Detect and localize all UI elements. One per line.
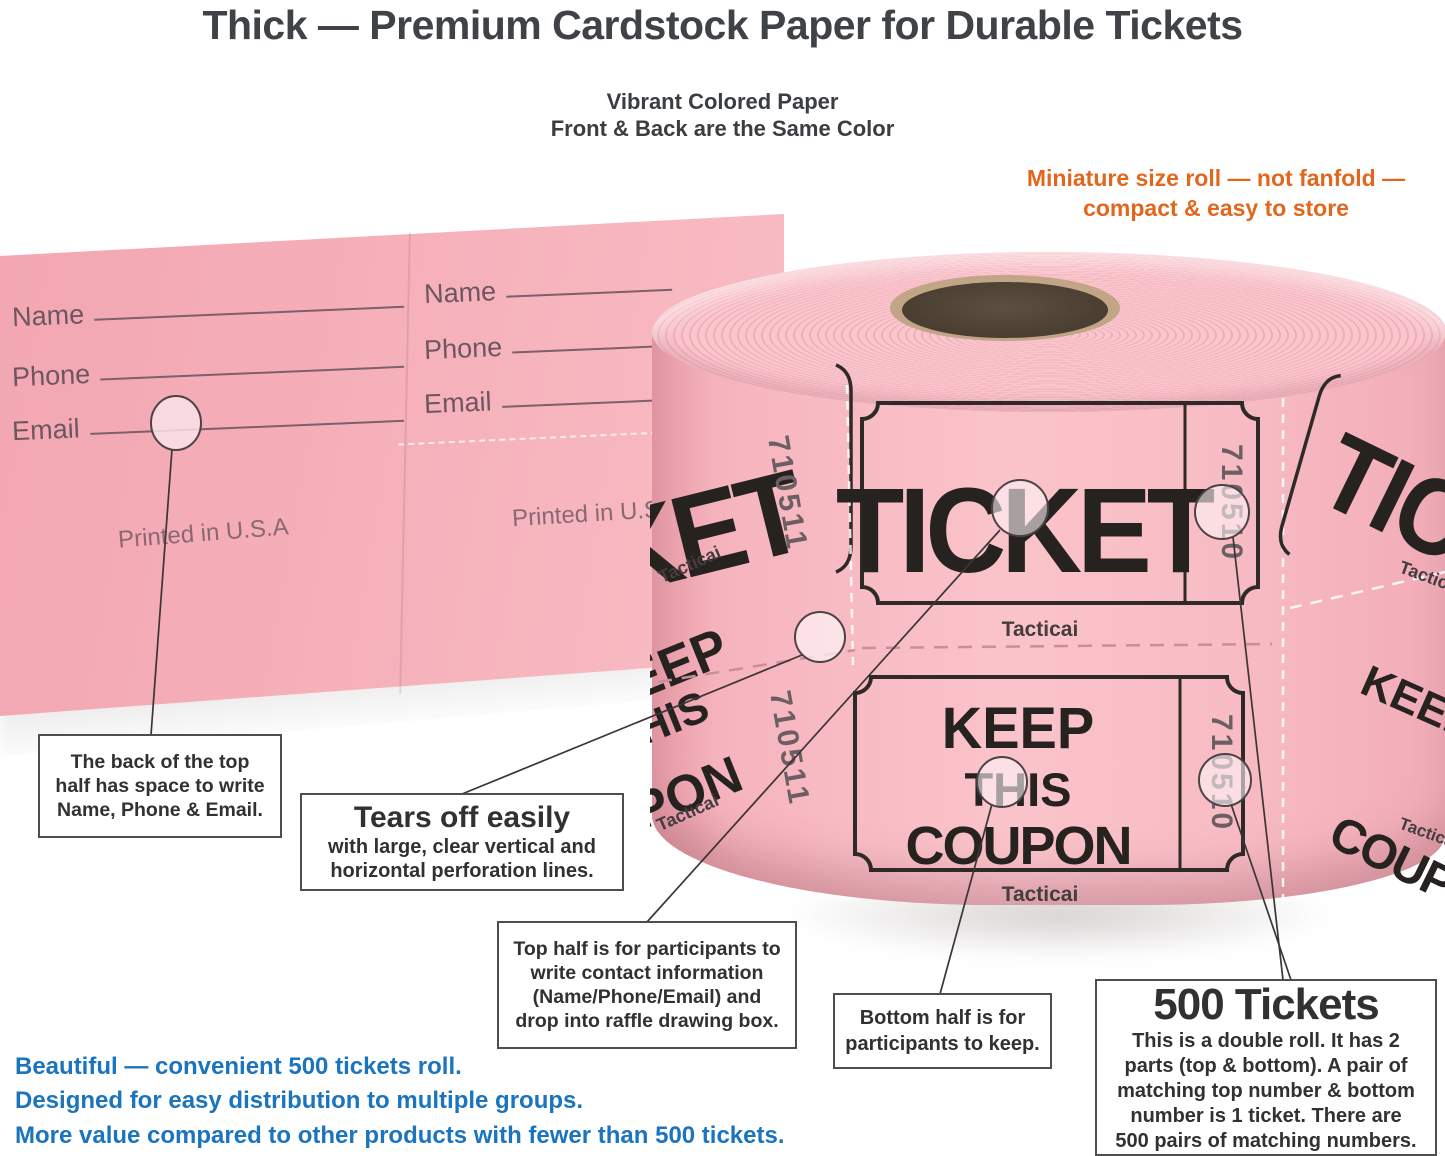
horizontal-perforation-center (861, 642, 1273, 650)
ticket1-phone-label: Phone (11, 358, 91, 393)
callout-line: number is 1 ticket. There are (1130, 1105, 1402, 1127)
callout-bottom-half: Bottom half is for participants to keep. (833, 993, 1052, 1069)
subtitle-line2: Front & Back are the Same Color (550, 116, 895, 141)
footer-claim-1: Beautiful — convenient 500 tickets roll. (15, 1053, 462, 1080)
ticket-roll: TICKET 710511 Tacticai KEEP THIS COUPON … (650, 250, 1445, 940)
coupon-keep-word: KEEP (942, 696, 1094, 762)
footer-claim-3: More value compared to other products wi… (15, 1122, 785, 1149)
ticket1-name-label: Name (11, 299, 85, 333)
left-serial-bottom: 710511 (763, 688, 816, 808)
ticket1-email-label: Email (11, 413, 81, 447)
right-ticket-word: TICKET (1302, 411, 1445, 668)
callout-heading: Tears off easily (353, 801, 571, 834)
page-title: Thick — Premium Cardstock Paper for Dura… (202, 2, 1243, 48)
callout-line: write contact information (530, 962, 764, 984)
ticket2-phone-label: Phone (423, 331, 503, 366)
center-coupon-bottom: KEEP THIS COUPON 710510 Tacticai (853, 675, 1245, 906)
callout-line: half has space to write (55, 775, 265, 797)
coupon-coupon-word: COUPON (905, 816, 1130, 876)
ticket-word: TICKET (836, 462, 1214, 598)
callout-line: 500 pairs of matching numbers. (1115, 1130, 1417, 1152)
callout-line: drop into raffle drawing box. (515, 1010, 779, 1032)
subtitle: Vibrant Colored Paper Front & Back are t… (0, 88, 1445, 142)
ticket2-name-label: Name (423, 276, 497, 310)
horizontal-perforation-right (1289, 570, 1445, 610)
callout-line: (Name/Phone/Email) and (532, 986, 762, 1008)
ticket-brand: Tacticai (1002, 618, 1079, 641)
callout-heading: 500 Tickets (1153, 980, 1379, 1029)
callout-back-half: The back of the top half has space to wr… (38, 734, 282, 838)
callout-line: This is a double roll. It has 2 (1132, 1030, 1400, 1052)
callout-line: participants to keep. (845, 1033, 1040, 1055)
callout-line: Top half is for participants to (513, 938, 781, 960)
callout-500-tickets: 500 Tickets This is a double roll. It ha… (1095, 979, 1437, 1156)
note-line1: Miniature size roll — not fanfold — (1026, 165, 1406, 191)
callout-line: matching top number & bottom (1117, 1080, 1415, 1102)
callout-line: Bottom half is for (859, 1007, 1026, 1029)
footer-claim-2: Designed for easy distribution to multip… (15, 1087, 584, 1114)
callout-line: Name, Phone & Email. (57, 799, 263, 821)
callout-line: horizontal perforation lines. (330, 860, 594, 882)
callout-line: with large, clear vertical and (328, 836, 596, 858)
callout-tears-off: Tears off easily with large, clear verti… (300, 793, 624, 891)
ticket2-name-line (506, 288, 673, 298)
center-ticket-top: TICKET 710510 Tacticai (836, 401, 1260, 641)
note-line2: compact & easy to store (1083, 195, 1349, 221)
callout-line: parts (top & bottom). A pair of (1124, 1055, 1408, 1077)
ticket2-email-line (501, 398, 673, 408)
coupon-brand: Tacticai (1002, 883, 1079, 906)
subtitle-line1: Vibrant Colored Paper (606, 89, 839, 114)
coupon-this-word: THIS (964, 763, 1071, 816)
right-ticket-column: TICKET Tacticai KEEP COUPON Tacticai (1278, 373, 1445, 940)
roll-core-hole (902, 282, 1108, 338)
coupon-serial: 710510 (1205, 714, 1238, 832)
miniature-roll-note: Miniature size roll — not fanfold — comp… (1010, 163, 1422, 223)
ticket2-phone-line (512, 344, 673, 354)
right-keep-word: KEEP (1354, 656, 1445, 750)
callout-top-half: Top half is for participants to write co… (497, 921, 797, 1049)
left-ticket-column: TICKET 710511 Tacticai KEEP THIS COUPON … (650, 363, 853, 885)
ticket-serial: 710510 (1215, 444, 1248, 562)
callout-line: The back of the top (70, 751, 250, 773)
ticket2-email-label: Email (423, 386, 493, 420)
roll-print-art: TICKET 710511 Tacticai KEEP THIS COUPON … (650, 363, 1445, 940)
